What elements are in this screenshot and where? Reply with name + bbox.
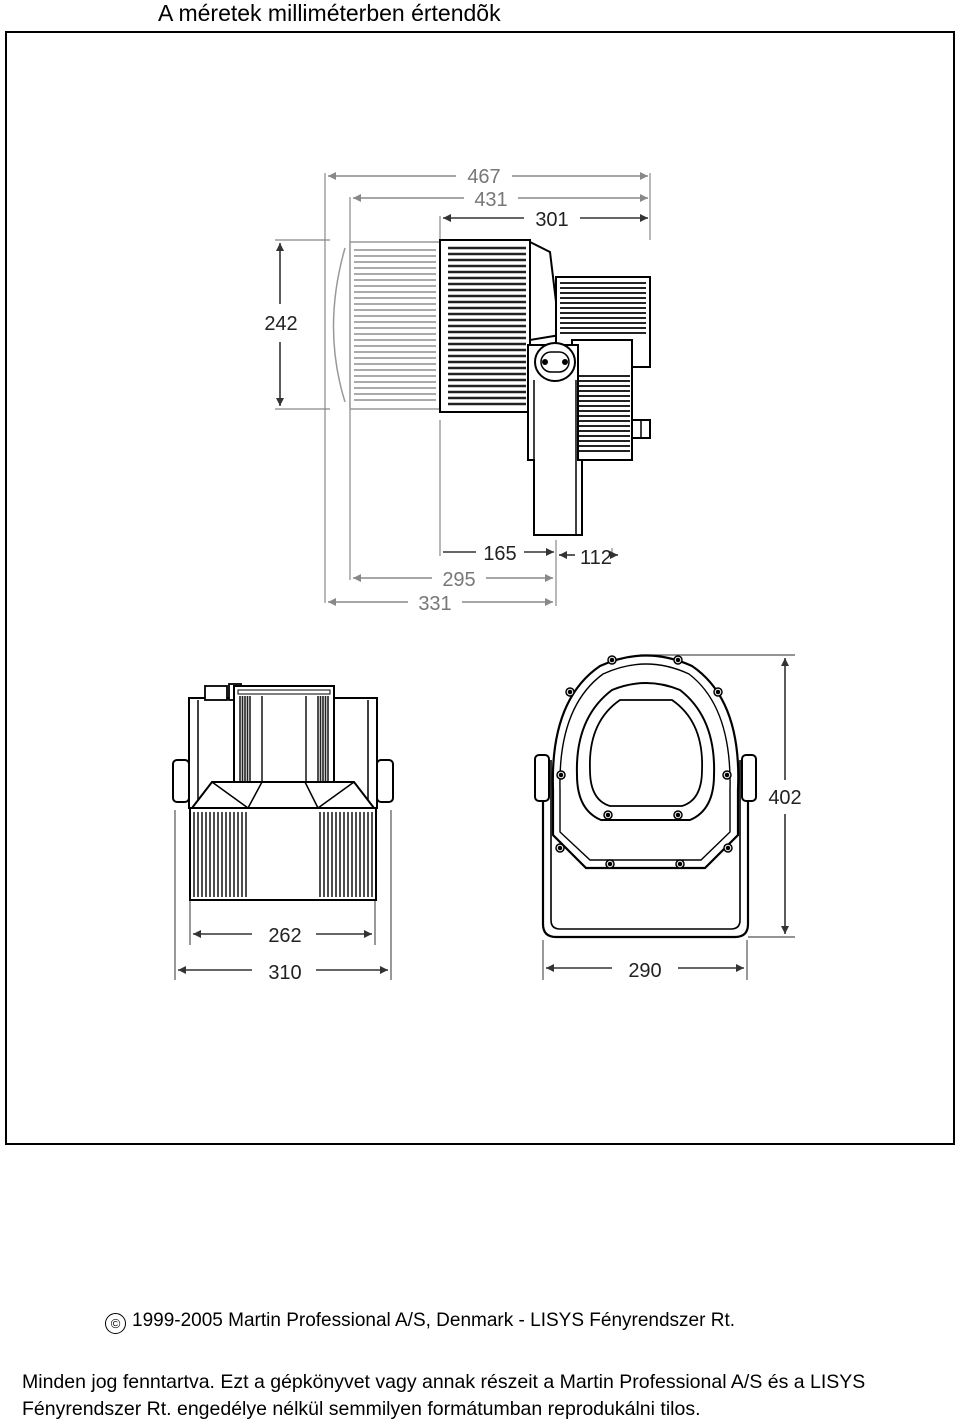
dim-310: 310: [268, 962, 301, 984]
dim-467: 467: [467, 166, 500, 188]
dim-331: 331: [418, 593, 451, 615]
side-view: 467 431 301 242 165 112 295 331: [264, 166, 651, 615]
dim-402: 402: [768, 787, 801, 809]
rear-view: 262 310: [172, 683, 394, 984]
rights-notice: Minden jog fenntartva. Ezt a gépkönyvet …: [22, 1371, 866, 1420]
dim-112: 112: [580, 547, 612, 569]
dim-262: 262: [268, 925, 301, 947]
dim-242: 242: [264, 313, 297, 335]
page-title: A méretek milliméterben értendõk: [158, 0, 501, 26]
dim-431: 431: [474, 189, 507, 211]
front-view: 402 290: [534, 654, 802, 982]
copyright-icon: ©: [105, 1313, 126, 1334]
copyright-line: © 1999-2005 Martin Professional A/S, Denm…: [105, 1309, 735, 1334]
copyright-text: 1999-2005 Martin Professional A/S, Denma…: [132, 1310, 735, 1331]
dim-290: 290: [628, 960, 661, 982]
dim-165: 165: [483, 543, 516, 565]
side-view-dimension-arrows: [276, 172, 648, 606]
drawing-frame: [5, 31, 955, 1145]
dim-301: 301: [535, 209, 568, 231]
dim-295: 295: [442, 569, 475, 591]
